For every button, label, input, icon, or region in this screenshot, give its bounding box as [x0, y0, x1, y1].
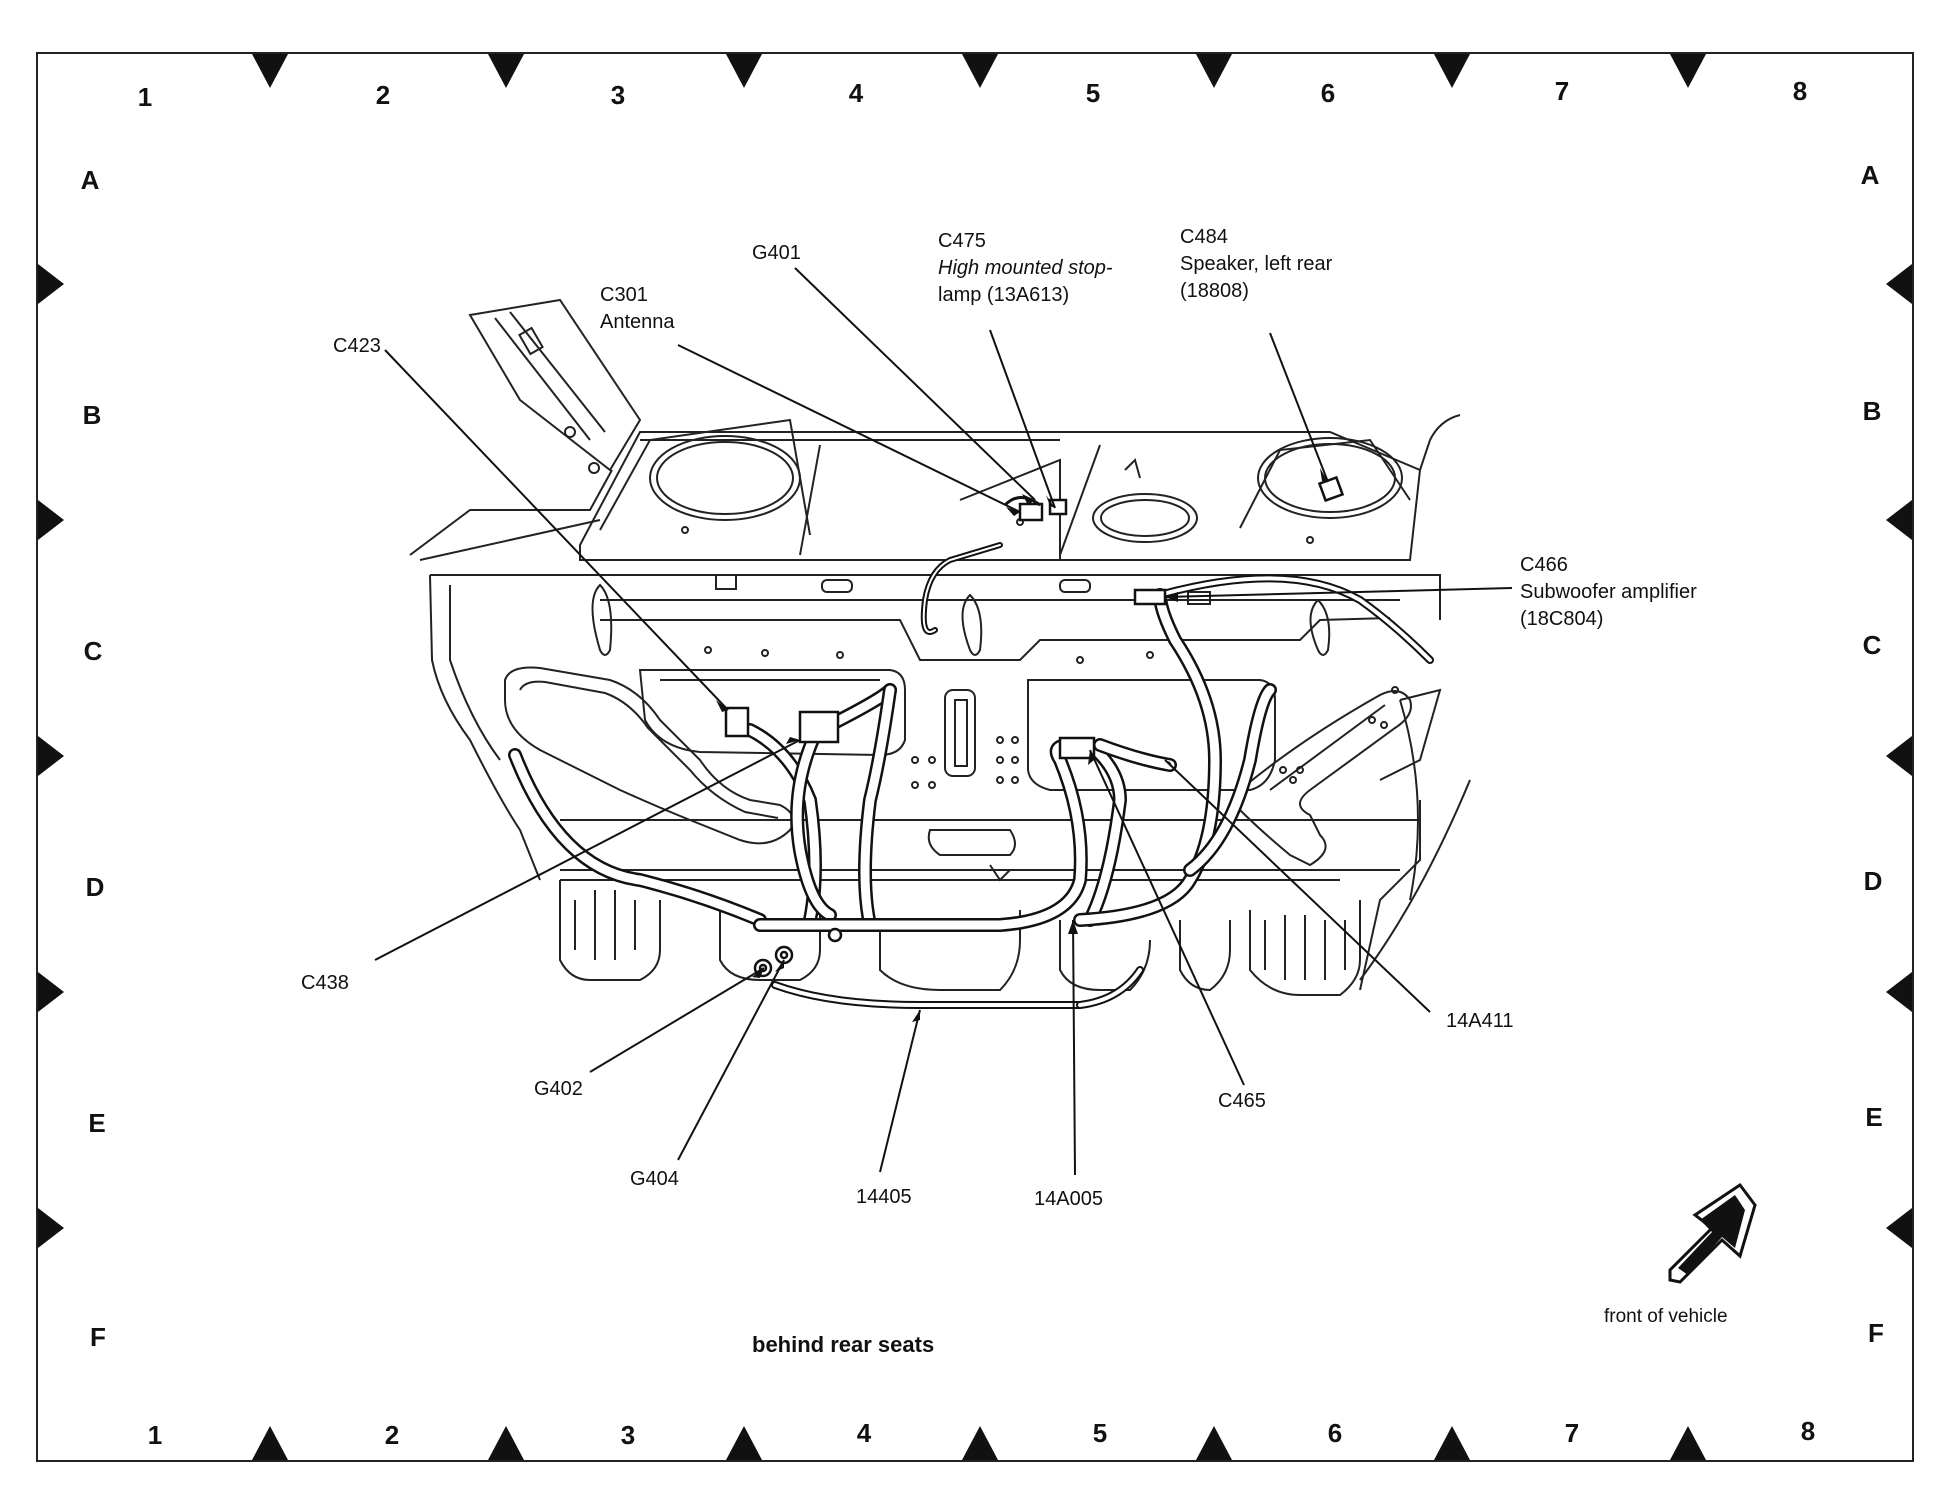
- grid-col-6-top: 6: [1320, 78, 1336, 108]
- diagram-frame: [36, 52, 1914, 1462]
- connector-c465-body: [1058, 736, 1096, 760]
- callout-14405: 14405: [856, 1186, 912, 1208]
- grid-col-4-bottom: 4: [856, 1418, 872, 1448]
- callout-c301-id: C301: [600, 284, 648, 306]
- callout-c466: C466 Subwoofer amplifier (18C804): [1520, 552, 1697, 633]
- connector-c466-body: [1133, 588, 1167, 606]
- grid-row-e-right: E: [1865, 1102, 1883, 1132]
- grid-col-5-bottom: 5: [1092, 1418, 1108, 1448]
- callout-c484-desc-line1: Speaker, left rear: [1180, 253, 1333, 275]
- front-of-vehicle-label: front of vehicle: [1604, 1306, 1728, 1327]
- connector-c301-body: [1018, 502, 1044, 522]
- grid-row-c-left: C: [83, 636, 103, 666]
- callout-14a005: 14A005: [1034, 1188, 1103, 1210]
- connector-c423-body: [724, 706, 750, 738]
- callout-c466-desc-line2: (18C804): [1520, 608, 1604, 630]
- callout-c465: C465: [1218, 1090, 1266, 1112]
- grid-row-d-right: D: [1863, 866, 1883, 896]
- grid-col-1-bottom: 1: [147, 1420, 163, 1450]
- callout-c484-id: C484: [1180, 226, 1228, 248]
- callout-g401: G401: [752, 242, 801, 264]
- grid-col-7-bottom: 7: [1564, 1418, 1580, 1448]
- grid-row-b-right: B: [1862, 396, 1882, 426]
- grid-col-8-bottom: 8: [1800, 1416, 1816, 1446]
- callout-g404: G404: [630, 1168, 679, 1190]
- grid-row-e-left: E: [88, 1108, 106, 1138]
- leader-lines: [374, 267, 1513, 1176]
- callout-c484-desc-line2: (18808): [1180, 280, 1249, 302]
- connector-c438-body: [798, 710, 840, 744]
- border-markers: [38, 54, 1912, 1460]
- callout-c466-id: C466: [1520, 554, 1568, 576]
- package-tray-body: [409, 298, 1471, 996]
- grid-col-1-top: 1: [137, 82, 153, 112]
- grid-row-c-right: C: [1862, 630, 1882, 660]
- connectors: [724, 475, 1345, 978]
- callout-c484: C484 Speaker, left rear (18808): [1180, 224, 1332, 305]
- grid-row-b-left: B: [82, 400, 102, 430]
- callout-c301-desc: Antenna: [600, 311, 675, 333]
- grid-row-f-right: F: [1868, 1318, 1884, 1348]
- grid-row-a-left: A: [80, 165, 100, 195]
- grid-col-3-top: 3: [610, 80, 626, 110]
- callout-c475-desc-line2: lamp (13A613): [938, 284, 1070, 306]
- callout-c466-desc-line1: Subwoofer amplifier: [1520, 581, 1697, 603]
- callout-c475-id: C475: [938, 230, 986, 252]
- callout-c475-desc-line1: High mounted stop-: [938, 257, 1113, 279]
- callout-14a411: 14A411: [1446, 1010, 1514, 1032]
- grid-col-3-bottom: 3: [620, 1420, 636, 1450]
- diagram-caption: behind rear seats: [752, 1332, 935, 1357]
- grid-col-8-top: 8: [1792, 76, 1808, 106]
- callout-c438: C438: [301, 972, 349, 994]
- callout-g402: G402: [534, 1078, 583, 1100]
- grid-col-4-top: 4: [848, 78, 864, 108]
- grid-row-d-left: D: [85, 872, 105, 902]
- callout-c301: C301 Antenna: [600, 282, 675, 336]
- callout-c475: C475 High mounted stop- lamp (13A613): [938, 228, 1113, 309]
- grid-row-a-right: A: [1860, 160, 1880, 190]
- front-of-vehicle-arrow-icon: [1668, 1182, 1757, 1284]
- grid-col-7-top: 7: [1554, 76, 1570, 106]
- grid-col-6-bottom: 6: [1327, 1418, 1343, 1448]
- leader-arrowheads: [716, 468, 1328, 1022]
- ground-g401-stud: [827, 927, 843, 943]
- grid-col-2-bottom: 2: [384, 1420, 400, 1450]
- grid-row-f-left: F: [90, 1322, 106, 1352]
- grid-col-5-top: 5: [1085, 78, 1101, 108]
- grid-col-2-top: 2: [375, 80, 391, 110]
- callout-c423: C423: [333, 335, 381, 357]
- wiring-harness: [508, 542, 1434, 1009]
